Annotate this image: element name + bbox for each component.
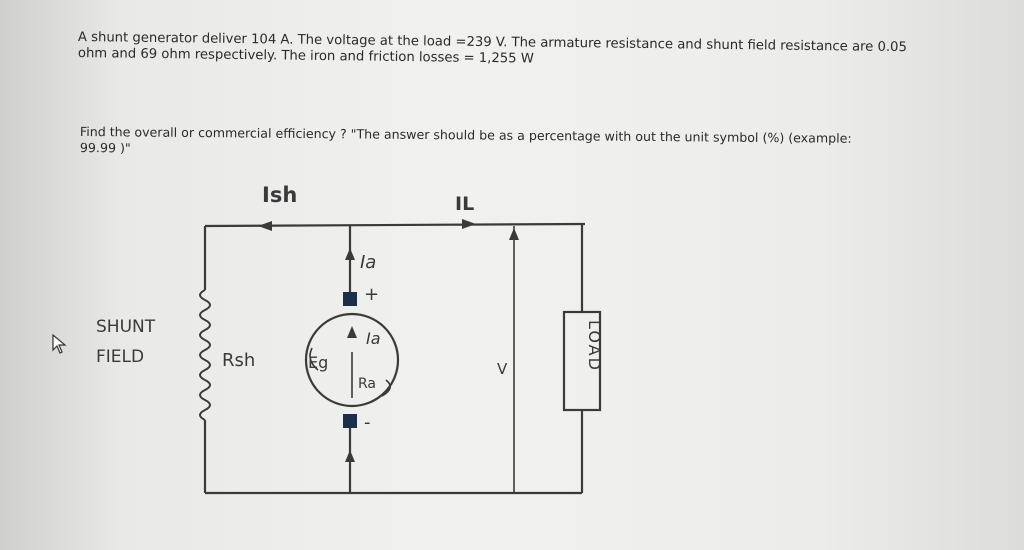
shunt-field-coil xyxy=(199,289,211,421)
positive-terminal xyxy=(343,292,357,306)
label-il: IL xyxy=(455,193,474,215)
armature-bottom-arrow xyxy=(345,450,355,462)
negative-terminal xyxy=(343,414,357,428)
label-ish: Ish xyxy=(262,183,297,207)
label-v: V xyxy=(497,360,508,378)
ra-bracket xyxy=(381,379,391,397)
label-eg: Eg xyxy=(308,353,328,372)
il-arrow xyxy=(462,219,476,229)
label-rsh: Rsh xyxy=(222,350,255,371)
ish-arrow xyxy=(258,221,272,231)
label-ia-inner: Ia xyxy=(366,329,381,348)
label-shunt: SHUNT xyxy=(96,317,156,337)
ia-inner-arrow xyxy=(347,326,357,338)
eg-bracket xyxy=(309,347,319,371)
mouse-pointer-icon xyxy=(52,334,67,354)
voltage-arrow xyxy=(509,228,519,240)
label-load: LOAD xyxy=(585,320,604,372)
label-field: FIELD xyxy=(96,347,144,367)
label-ra: Ra xyxy=(358,376,376,392)
label-minus: - xyxy=(364,412,371,433)
label-ia-top: Ia xyxy=(360,252,376,273)
armature-circle xyxy=(304,312,400,408)
label-plus: + xyxy=(364,284,379,305)
ia-arrow xyxy=(345,248,355,260)
